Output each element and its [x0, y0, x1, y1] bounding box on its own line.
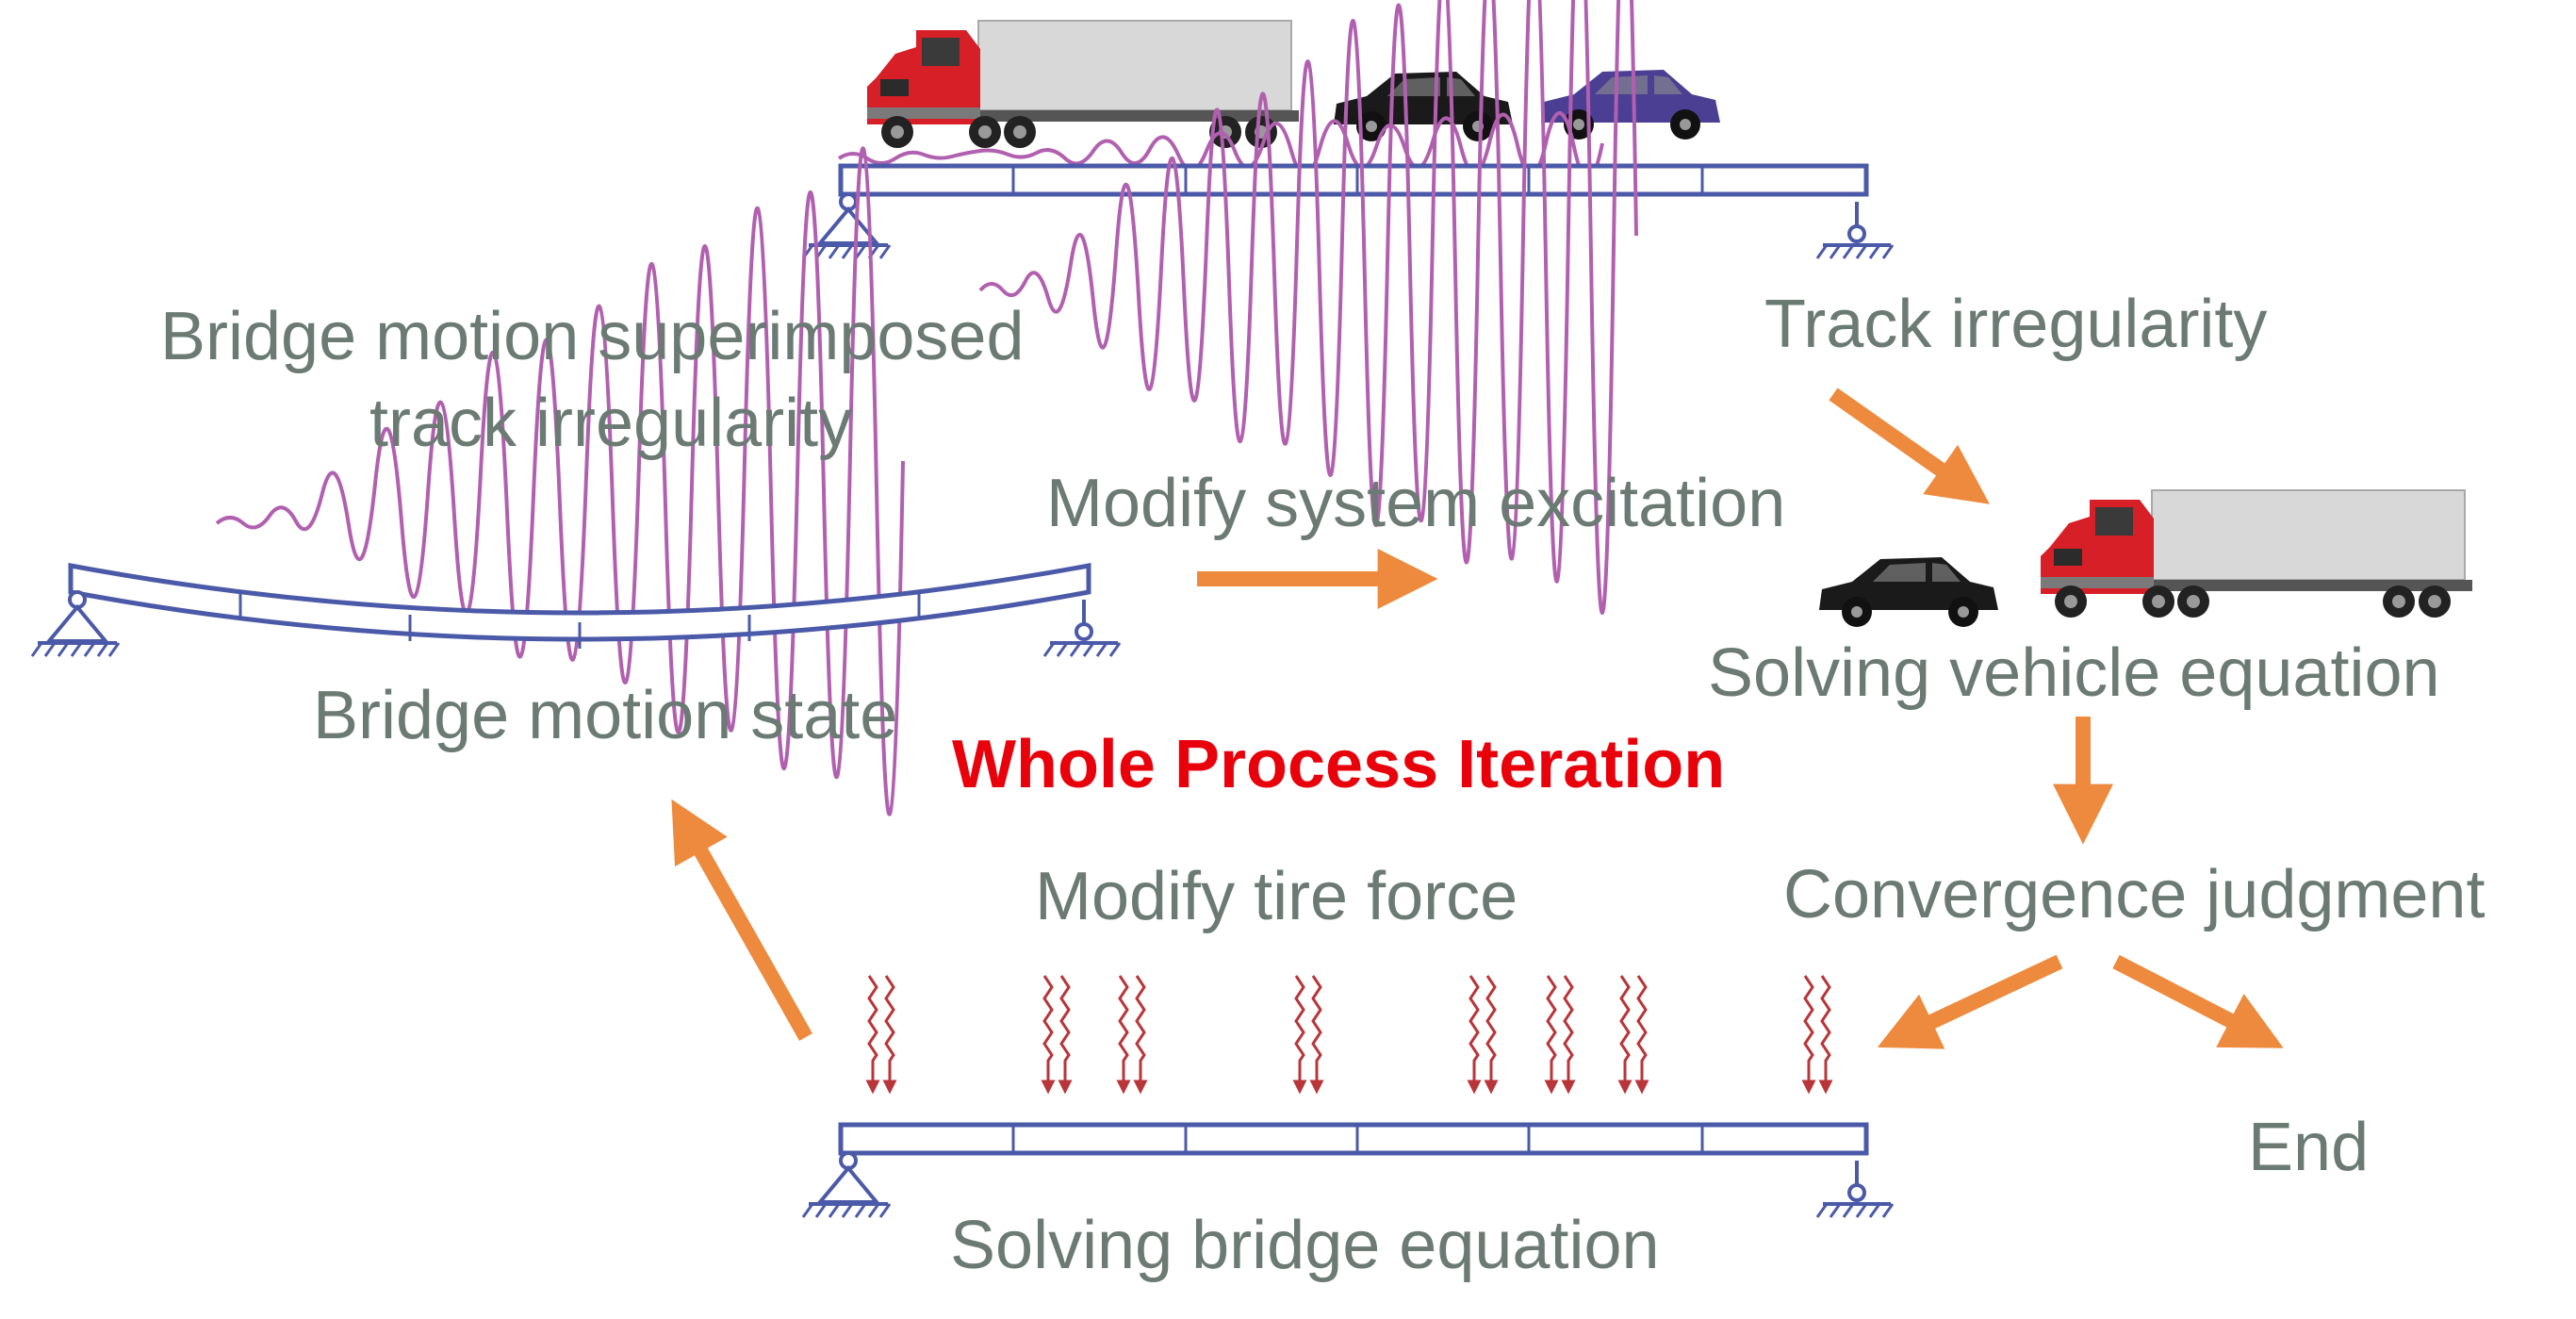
- arrow-force-to-bridge-state: [671, 799, 812, 1041]
- label-solving-bridge-equation: Solving bridge equation: [950, 1208, 1660, 1283]
- deformed-bridge-deck: [68, 562, 1091, 642]
- bridge-superimposed-wave: [215, 146, 905, 816]
- left-bridge-group: [30, 146, 1122, 816]
- tire-force-arrow-icon: [1621, 976, 1646, 1087]
- label-solving-vehicle-equation: Solving vehicle equation: [1708, 635, 2440, 711]
- car-icon: [1819, 557, 1998, 627]
- bottom-bridge-group: [801, 976, 1895, 1219]
- top-bridge-deck: [838, 163, 1869, 197]
- label-modify-system-excitation: Modify system excitation: [1046, 466, 1786, 541]
- truck-icon: [866, 20, 1300, 149]
- truck-icon: [2040, 489, 2473, 618]
- tire-force-arrow-icon: [1120, 976, 1144, 1087]
- pin-support-icon: [30, 590, 121, 658]
- bottom-bridge-deck: [838, 1122, 1869, 1156]
- label-track-irregularity: Track irregularity: [1764, 287, 2268, 362]
- label-bridge-motion-state: Bridge motion state: [313, 678, 898, 753]
- label-convergence-judgment: Convergence judgment: [1783, 857, 2486, 932]
- label-bridge-motion-superimposed: Bridge motion superimposed: [160, 299, 1025, 374]
- flow-arrows: [671, 387, 2284, 1049]
- roller-support-icon: [1815, 200, 1895, 260]
- roller-support-icon: [1815, 1159, 1895, 1219]
- tire-force-arrow-icon: [869, 976, 894, 1087]
- tire-force-arrow-icon: [1470, 976, 1495, 1087]
- tire-force-arrow-icon: [1044, 976, 1069, 1087]
- label-track-irregularity-lower: track irregularity: [369, 386, 853, 461]
- arrow-convergence-to-force: [1877, 954, 2063, 1049]
- pin-support-icon: [801, 1151, 892, 1219]
- roller-support-icon: [1042, 598, 1122, 658]
- arrow-convergence-to-end: [2112, 954, 2284, 1048]
- track-irregularity-wave: [978, 0, 1638, 615]
- tire-force-arrow-icon: [1296, 976, 1321, 1087]
- label-modify-tire-force: Modify tire force: [1035, 859, 1518, 934]
- tire-force-arrow-icon: [1805, 976, 1829, 1087]
- top-bridge-group: [801, 0, 1895, 615]
- label-end: End: [2248, 1110, 2370, 1185]
- right-vehicles-group: [1819, 489, 2473, 627]
- label-whole-process-iteration: Whole Process Iteration: [952, 727, 1726, 802]
- tire-force-arrow-icon: [1548, 976, 1572, 1087]
- arrow-track-to-vehicle: [1829, 387, 1990, 504]
